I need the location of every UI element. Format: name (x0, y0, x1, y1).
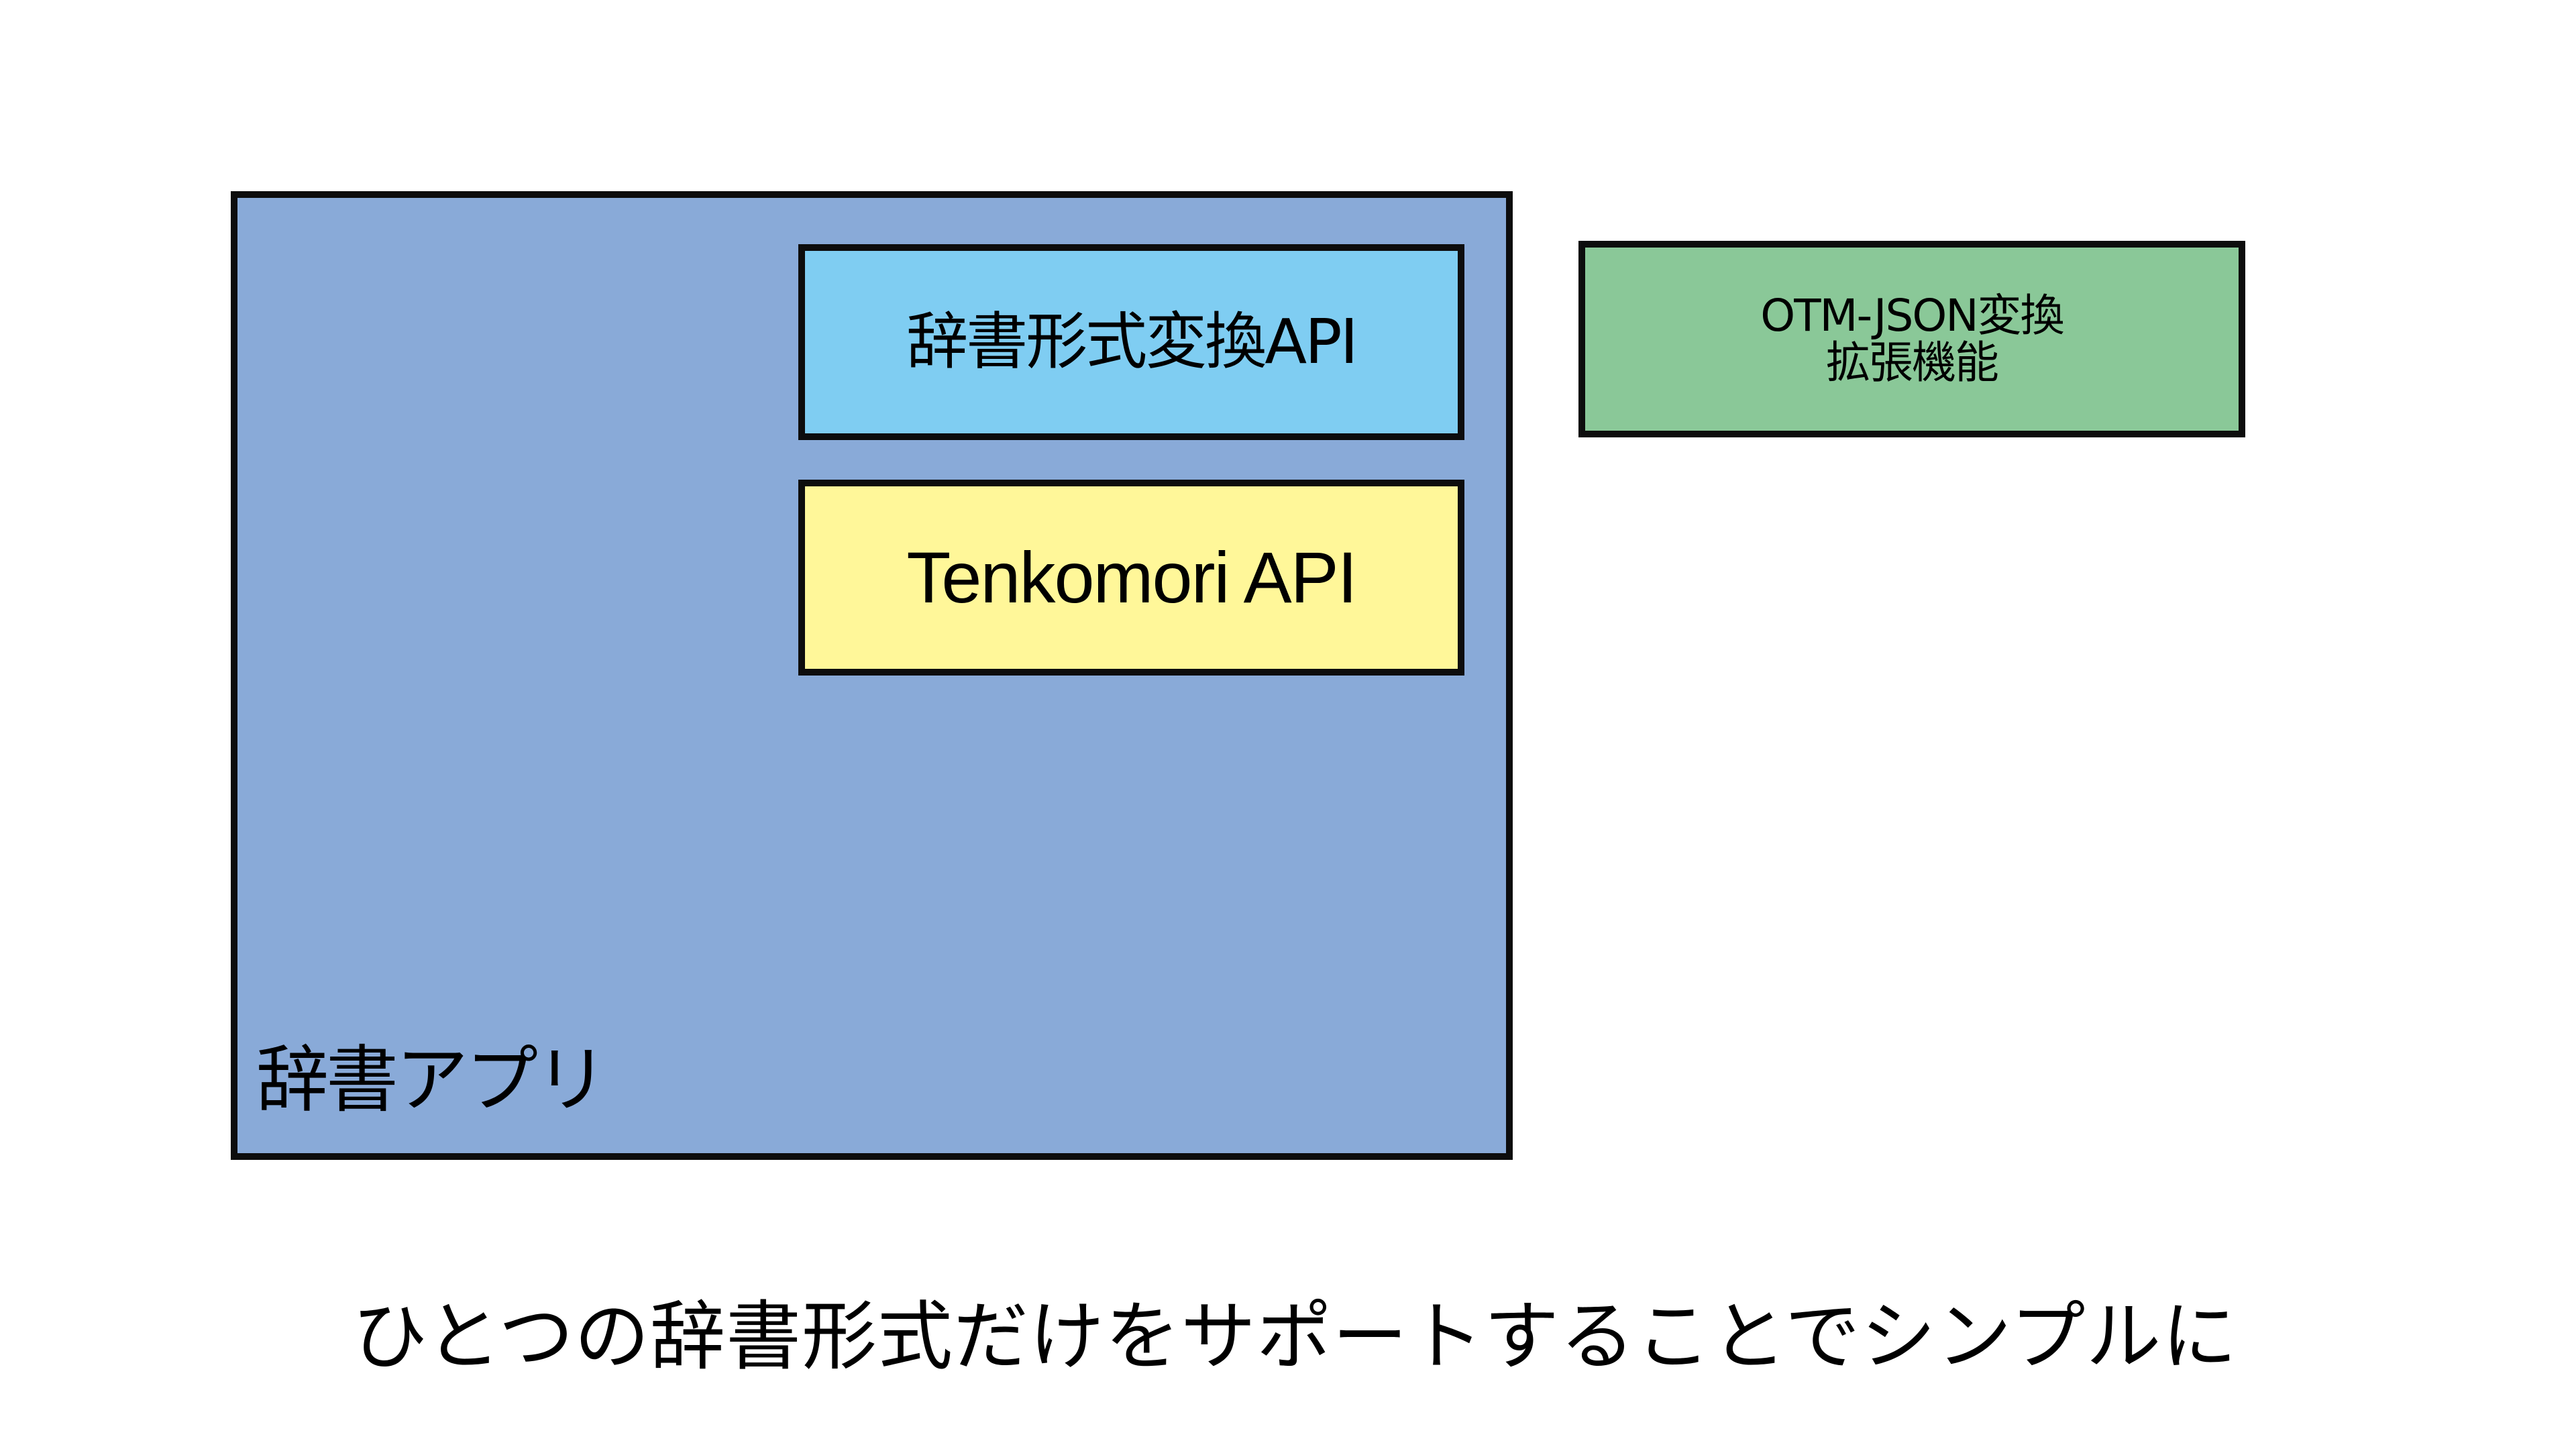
format-conversion-api-box: 辞書形式変換API (798, 244, 1464, 440)
otm-json-extension-line2: 拡張機能 (1826, 336, 1999, 388)
otm-json-extension-line1: OTM-JSON変換 (1760, 290, 2064, 342)
otm-json-extension-box: OTM-JSON変換 拡張機能 (1578, 241, 2245, 437)
tenkomori-api-label: Tenkomori API (906, 537, 1357, 618)
dictionary-app-label: 辞書アプリ (256, 1038, 608, 1122)
format-conversion-api-label: 辞書形式変換API (906, 306, 1358, 378)
tenkomori-api-box: Tenkomori API (798, 480, 1464, 676)
slide-caption: ひとつの辞書形式だけをサポートすることでシンプルに (352, 1293, 2238, 1381)
